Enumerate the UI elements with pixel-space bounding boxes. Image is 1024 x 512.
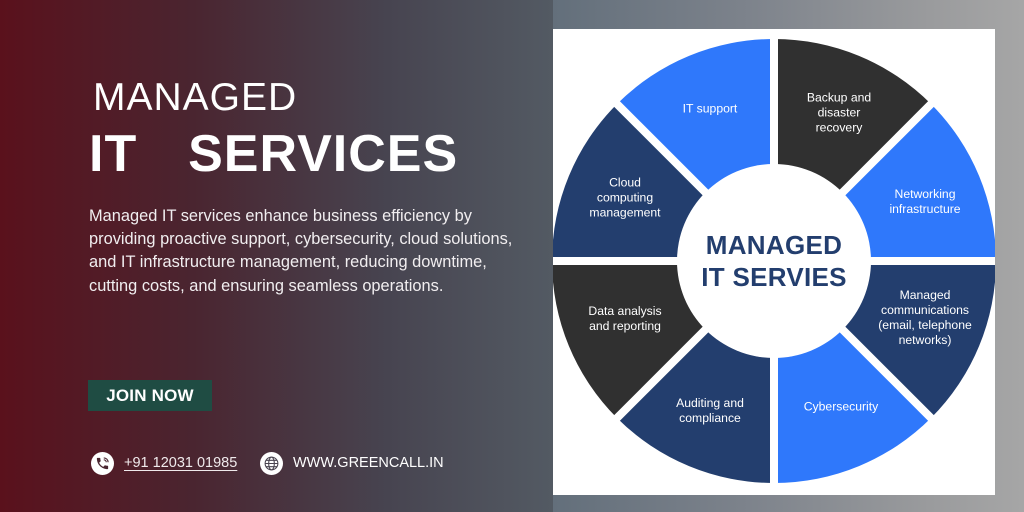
globe-icon	[260, 451, 283, 475]
center-title-line2: IT SERVIES	[701, 262, 847, 292]
hero-background-left	[0, 0, 553, 512]
segment-data-analysis	[553, 261, 707, 418]
segment-cloud	[553, 104, 707, 261]
diagram-center-title: MANAGED IT SERVIES	[701, 229, 847, 293]
segment-cybersecurity	[774, 328, 931, 483]
phone-contact[interactable]: +91 12031 01985	[91, 450, 237, 476]
phone-icon	[91, 451, 114, 475]
website-link[interactable]: WWW.GREENCALL.IN	[293, 455, 444, 471]
center-title-line1: MANAGED	[705, 230, 843, 260]
segment-networking	[841, 104, 995, 261]
segment-auditing	[617, 328, 774, 483]
segment-communications	[841, 261, 995, 418]
managed-services-diagram: MANAGED IT SERVIES IT support Backup and…	[553, 29, 995, 495]
hero-title-line1: MANAGED	[93, 76, 298, 119]
phone-number-link[interactable]: +91 12031 01985	[124, 455, 238, 471]
website-contact[interactable]: WWW.GREENCALL.IN	[260, 450, 444, 476]
hero-title-line2: IT SERVICES	[89, 125, 459, 183]
segment-it-support	[617, 39, 774, 194]
join-now-button[interactable]: JOIN NOW	[88, 380, 212, 411]
hero-description: Managed IT services enhance business eff…	[89, 207, 513, 295]
label-it-support: IT support	[682, 101, 738, 116]
segment-backup	[774, 39, 931, 194]
label-cybersecurity: Cybersecurity	[803, 399, 879, 414]
services-wheel	[553, 29, 995, 495]
